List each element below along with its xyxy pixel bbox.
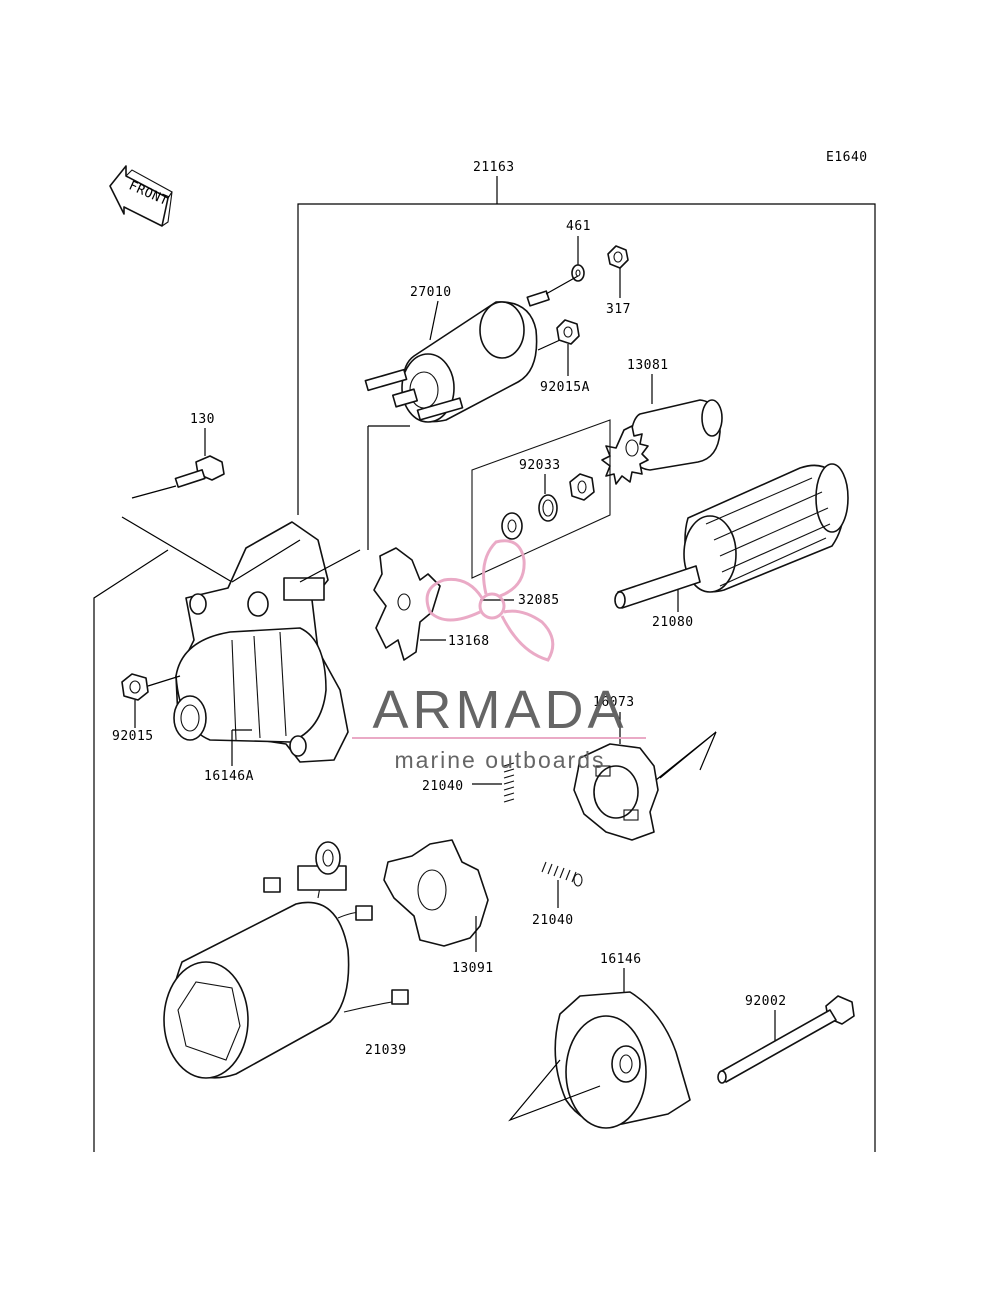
part-13168-shift-lever: 13168 <box>373 547 490 661</box>
part-label-130: 130 <box>190 412 215 427</box>
part-13081-pinion-clutch: 13081 <box>601 358 723 485</box>
part-16146a-front-housing: 16146A <box>173 425 410 784</box>
part-label-92015: 92015 <box>112 729 154 744</box>
part-label-16073: 16073 <box>593 695 635 710</box>
watermark-tagline: marine outboards <box>395 747 606 773</box>
propeller-logo-icon <box>425 539 555 662</box>
part-32085: 32085 <box>480 593 560 608</box>
part-16073-brush-holder-plate: 16073 <box>573 695 717 841</box>
part-label-21080: 21080 <box>652 615 694 630</box>
part-92002-through-bolt: 92002 <box>717 994 855 1084</box>
watermark-brand: ARMADA <box>372 680 627 740</box>
part-92015a-nut: 92015A <box>540 319 590 395</box>
part-label-13091: 13091 <box>452 961 494 976</box>
part-label-16146: 16146 <box>600 952 642 967</box>
front-direction-arrow-icon: FRONT <box>109 165 173 227</box>
part-21080-armature: 21080 <box>614 463 849 630</box>
part-21039-yoke: 21039 <box>163 841 409 1079</box>
part-21040-spring-lower: 21040 <box>532 861 583 928</box>
assembly-bracket: 21163 <box>93 160 876 1152</box>
part-label-21040-upper: 21040 <box>422 779 464 794</box>
part-92033-washer-group: 92033 <box>471 419 611 579</box>
part-label-32085: 32085 <box>518 593 560 608</box>
part-461-washer: 461 <box>566 219 591 282</box>
armada-watermark: ARMADA marine outboards <box>352 539 646 773</box>
part-label-92033: 92033 <box>519 458 561 473</box>
part-label-461: 461 <box>566 219 591 234</box>
part-label-21040-lower: 21040 <box>532 913 574 928</box>
part-16146-rear-cover: 16146 <box>508 952 691 1129</box>
part-92015-nut: 92015 <box>112 673 181 744</box>
part-label-16146a: 16146A <box>204 769 254 784</box>
part-label-92015a: 92015A <box>540 380 590 395</box>
part-21040-spring-upper: 21040 <box>422 762 515 803</box>
part-27010-solenoid: 27010 <box>364 275 579 423</box>
part-label-27010: 27010 <box>410 285 452 300</box>
assembly-label: 21163 <box>473 160 515 175</box>
part-label-13081: 13081 <box>627 358 669 373</box>
diagram-code: E1640 <box>826 150 868 165</box>
part-label-92002: 92002 <box>745 994 787 1009</box>
part-130-bolt: 130 <box>131 412 225 499</box>
part-label-13168: 13168 <box>448 634 490 649</box>
part-label-21039: 21039 <box>365 1043 407 1058</box>
part-13091-brush-holder: 13091 <box>383 839 494 976</box>
part-317-nut: 317 <box>606 245 631 317</box>
part-label-317: 317 <box>606 302 631 317</box>
